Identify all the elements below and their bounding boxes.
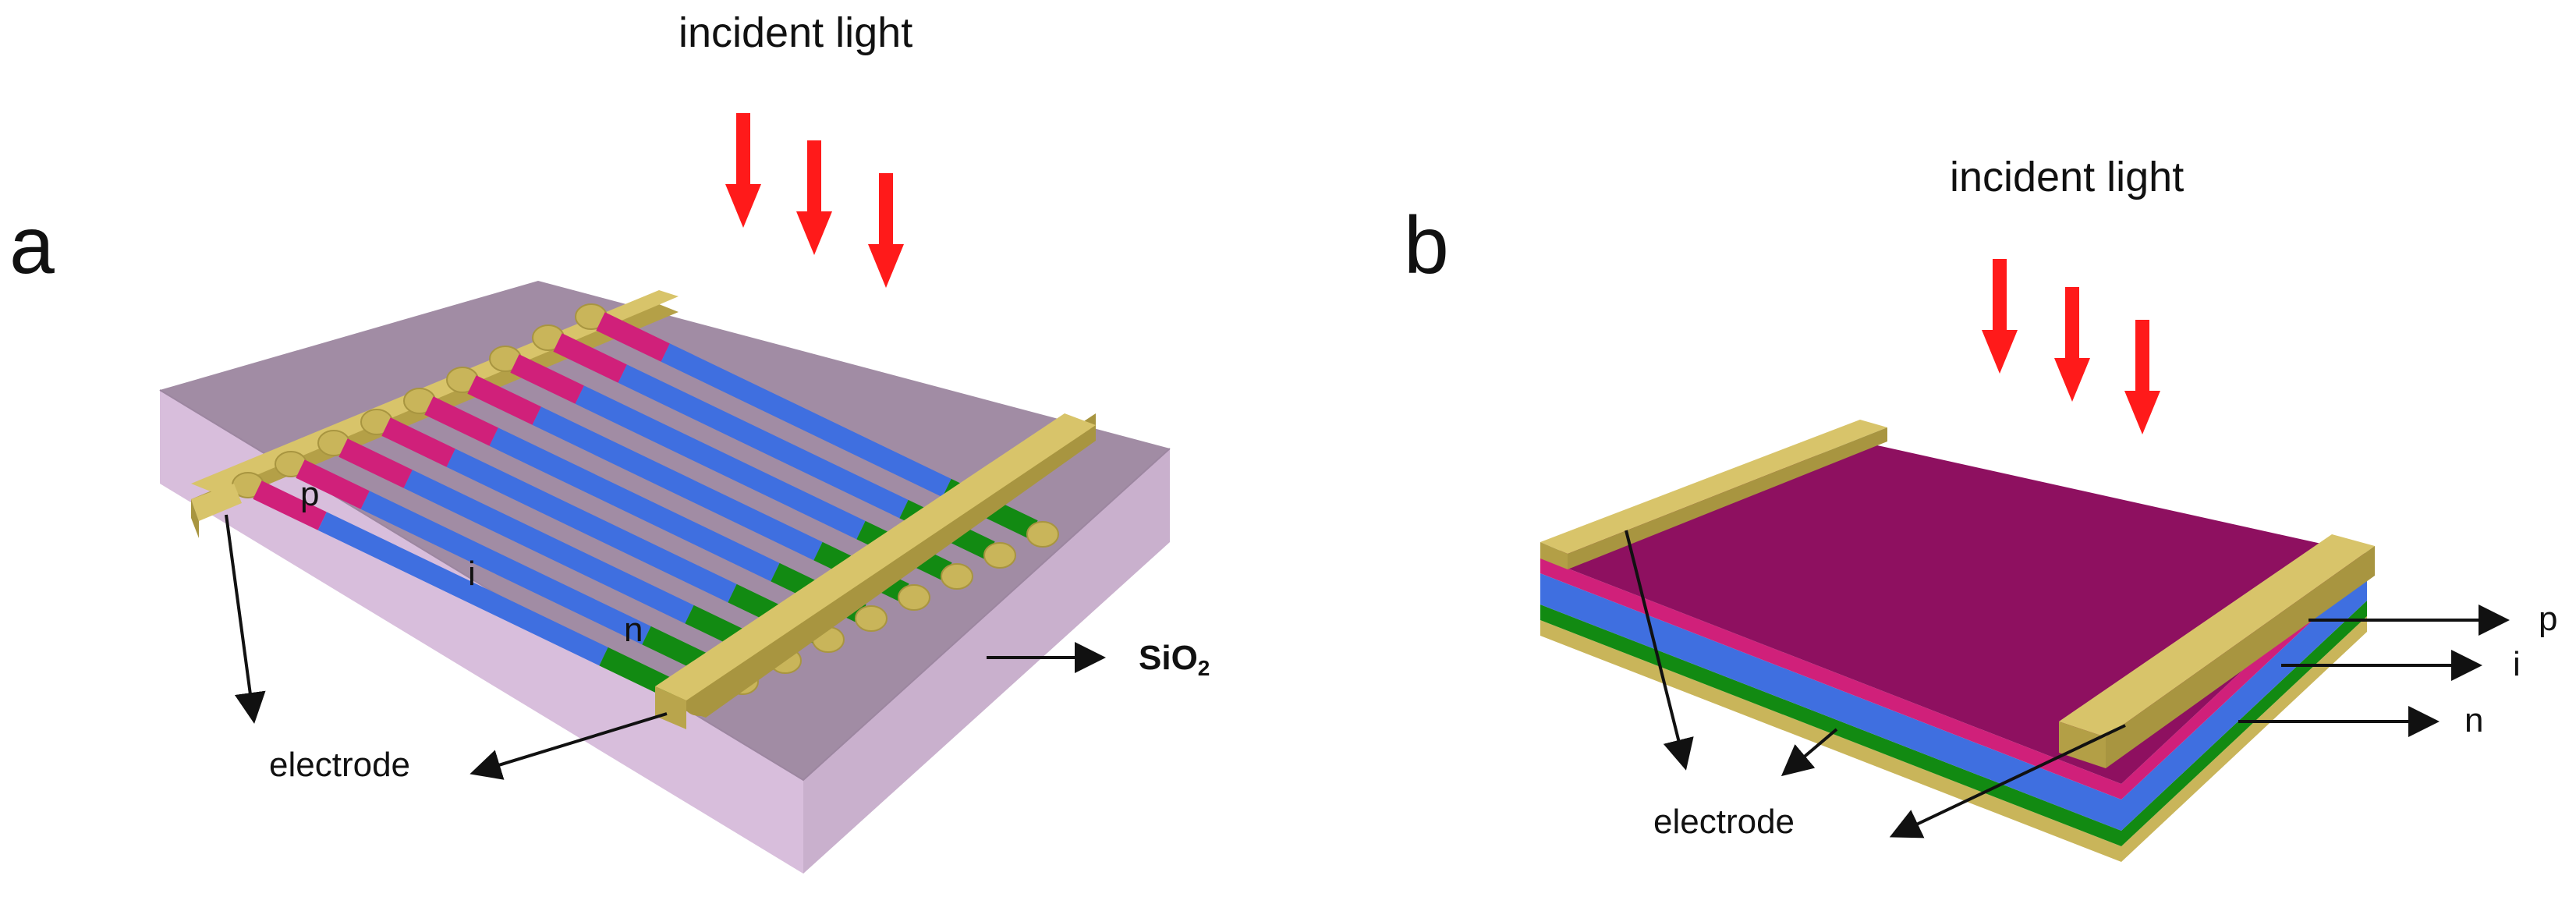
nanowire-right-contact — [1026, 521, 1059, 548]
panel-a-substrate-label-main: SiO — [1139, 639, 1198, 677]
panel-a-substrate — [159, 281, 1171, 874]
nanowire-i-segment — [532, 406, 823, 561]
panel-a-substrate-label: SiO2 — [1139, 639, 1210, 680]
panel-a-i-label: i — [468, 555, 476, 593]
nanowire-i-segment — [360, 491, 651, 645]
nanowire-p-segment — [296, 459, 370, 509]
panel-b: b incident light — [1404, 154, 2557, 862]
panel-a-n-label: n — [624, 611, 643, 649]
panel-b-light-arrow — [1982, 259, 2018, 374]
panel-a-light-arrow — [868, 173, 904, 288]
nanowire-i-segment — [446, 448, 737, 603]
nanowire-p-segment — [381, 417, 455, 467]
panel-b-electrode-label: electrode — [1653, 803, 1795, 841]
panel-a-incident-light-label: incident light — [679, 9, 912, 56]
nanowire-right-contact — [941, 563, 973, 590]
nanowire-p-segment — [253, 480, 327, 530]
panel-b-electrode-arrow-right — [1889, 724, 2126, 838]
panel-b-n-label: n — [2464, 701, 2483, 739]
nanowire-p-segment — [510, 354, 584, 404]
panel-a-p-label: p — [300, 475, 319, 513]
nanowire-p-segment — [338, 438, 413, 488]
panel-b-electrode-arrow-middle — [1781, 728, 1838, 777]
nanowire-i-segment — [317, 512, 608, 666]
nanowire-i-segment — [403, 470, 694, 624]
panel-b-incident-light-label: incident light — [1950, 154, 2184, 200]
panel-a-electrode-arrow-right — [469, 712, 668, 780]
nanowire-right-contact — [983, 542, 1016, 569]
panel-a-right-electrode — [655, 413, 1096, 729]
panel-b-light-arrow — [2124, 320, 2160, 434]
panel-a-substrate-label-sub: 2 — [1198, 656, 1210, 680]
panel-b-letter: b — [1404, 200, 1449, 291]
panel-b-i-label: i — [2513, 645, 2521, 683]
nanowire-p-segment — [467, 375, 541, 425]
nanowire-p-segment — [596, 312, 670, 362]
nanowire-i-segment — [575, 385, 866, 540]
panel-a-light-arrow — [725, 113, 761, 228]
nanowire-right-contact — [898, 584, 930, 611]
nanowire-right-contact — [855, 605, 888, 632]
panel-a: a incident light — [9, 9, 1210, 874]
panel-a-left-pad — [191, 484, 242, 538]
panel-b-right-electrode — [2059, 534, 2375, 768]
panel-b-left-electrode — [1540, 420, 1887, 569]
panel-b-p-label: p — [2539, 600, 2557, 638]
panel-b-light-arrows — [1982, 259, 2160, 434]
nanowire-i-segment — [618, 364, 909, 519]
panel-b-light-arrow — [2054, 287, 2090, 402]
panel-b-i-layer — [1540, 569, 2367, 831]
nanowire-i-segment — [489, 427, 780, 582]
panel-a-electrode-label: electrode — [269, 746, 410, 784]
panel-b-electrode-arrow-left — [1625, 530, 1694, 771]
panel-a-electrode-arrow-left — [225, 514, 266, 724]
panel-a-letter: a — [9, 200, 55, 291]
panel-a-light-arrows — [725, 113, 904, 288]
nanowire-p-segment — [553, 333, 627, 383]
nanowire-i-segment — [661, 343, 951, 498]
panel-a-light-arrow — [796, 140, 832, 255]
nanowire-p-segment — [424, 396, 498, 446]
